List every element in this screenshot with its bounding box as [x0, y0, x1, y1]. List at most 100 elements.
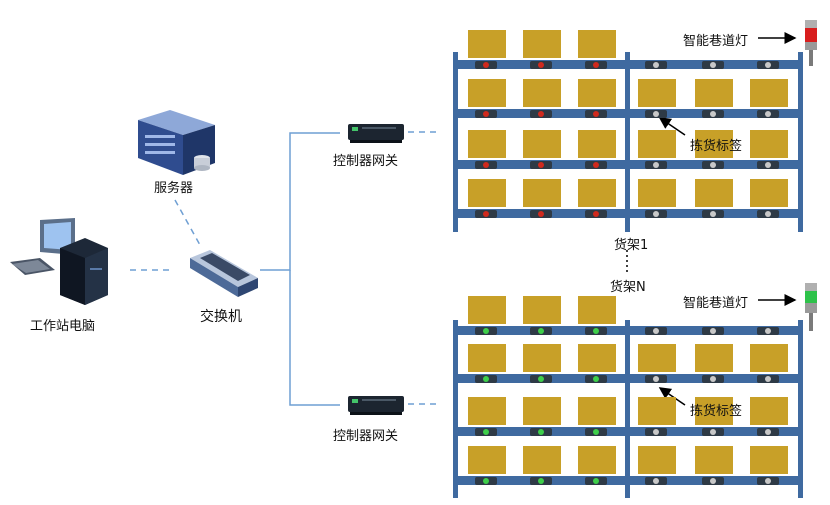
storage-box: [638, 446, 676, 474]
pick-tag-light: [538, 62, 544, 68]
storage-box: [695, 79, 733, 107]
pick-tag-light: [483, 111, 489, 117]
storage-box: [750, 446, 788, 474]
storage-box: [523, 79, 561, 107]
pick-tag-light: [765, 429, 771, 435]
pick-tag-light: [593, 62, 599, 68]
pick-tag-light: [483, 162, 489, 168]
pick-tag-light: [538, 162, 544, 168]
connections: [130, 131, 628, 406]
rack-post: [453, 320, 458, 498]
storage-box: [468, 79, 506, 107]
rack-shelf: [455, 160, 802, 169]
pick-tag-light: [593, 376, 599, 382]
storage-box: [750, 344, 788, 372]
pick-tag-light: [765, 162, 771, 168]
storage-box: [523, 344, 561, 372]
workstation-icon: [10, 218, 108, 305]
storage-box: [695, 397, 733, 425]
pick-tag-light: [653, 162, 659, 168]
pick-tag-light: [593, 111, 599, 117]
gateway-icon: [348, 396, 404, 415]
storage-box: [578, 30, 616, 58]
pick-tag-light: [483, 478, 489, 484]
storage-box: [468, 296, 506, 324]
pick-tag-light: [593, 211, 599, 217]
pick-tag-light: [538, 328, 544, 334]
pick-tag-light: [765, 478, 771, 484]
pick-tag-light: [765, 376, 771, 382]
storage-box: [638, 130, 676, 158]
storage-rack: [453, 296, 803, 498]
server-switch-link: [174, 199, 201, 246]
pick-tag-light: [483, 429, 489, 435]
pick-tag-light: [483, 376, 489, 382]
rack-shelf: [455, 374, 802, 383]
switch-label: 交换机: [200, 309, 242, 325]
rack-shelf: [455, 427, 802, 436]
storage-box: [523, 296, 561, 324]
pick-tag-light: [483, 62, 489, 68]
server-label: 服务器: [154, 181, 194, 196]
aisle-light-icon: [805, 283, 817, 331]
rack-shelf: [455, 109, 802, 118]
storage-box: [695, 446, 733, 474]
storage-box: [750, 397, 788, 425]
switch-gateway-bottom-link: [289, 270, 340, 406]
rack-post: [625, 320, 630, 498]
rack-post: [453, 52, 458, 232]
storage-box: [523, 446, 561, 474]
storage-rack: [453, 30, 803, 232]
storage-box: [695, 179, 733, 207]
pick-tag-light: [483, 211, 489, 217]
gateway-top-label: 控制器网关: [333, 154, 399, 169]
server-icon: [138, 110, 215, 175]
pick-tag-light: [653, 111, 659, 117]
pick-tag-light: [538, 111, 544, 117]
storage-box: [578, 446, 616, 474]
pick-tag-light: [653, 328, 659, 334]
pick-tag-light: [538, 211, 544, 217]
storage-box: [750, 130, 788, 158]
storage-box: [638, 397, 676, 425]
pick-tag-bottom-label: 拣货标签: [690, 404, 743, 419]
storage-box: [750, 179, 788, 207]
gateway-bottom-label: 控制器网关: [333, 429, 399, 444]
pick-tag-light: [538, 429, 544, 435]
storage-box: [578, 179, 616, 207]
aisle-light-top-label: 智能巷道灯: [683, 34, 749, 49]
pick-tag-light: [765, 211, 771, 217]
pick-tag-light: [593, 478, 599, 484]
rack-shelf: [455, 476, 802, 485]
rack-post: [798, 320, 803, 498]
pick-tag-light: [710, 376, 716, 382]
storage-box: [638, 179, 676, 207]
workstation-label: 工作站电脑: [30, 319, 96, 334]
pick-tag-light: [710, 111, 716, 117]
pick-tag-top-label: 拣货标签: [690, 139, 743, 154]
storage-box: [468, 179, 506, 207]
storage-box: [468, 397, 506, 425]
storage-box: [523, 397, 561, 425]
rack-shelf: [455, 326, 802, 335]
storage-box: [578, 130, 616, 158]
storage-box: [695, 344, 733, 372]
pick-tag-light: [538, 478, 544, 484]
storage-box: [638, 344, 676, 372]
storage-box: [750, 79, 788, 107]
switch-icon: [190, 250, 258, 297]
pick-tag-light: [593, 328, 599, 334]
storage-box: [578, 344, 616, 372]
arrow-icon: [658, 32, 797, 406]
switch-gateway-top-link: [260, 132, 340, 271]
rack-1-label: 货架1: [614, 238, 649, 253]
aisle-light-bottom-label: 智能巷道灯: [683, 296, 749, 311]
rack-shelf: [455, 209, 802, 218]
storage-box: [523, 30, 561, 58]
pick-tag-light: [765, 328, 771, 334]
pick-tag-light: [710, 429, 716, 435]
storage-box: [468, 446, 506, 474]
storage-box: [695, 130, 733, 158]
rack-post: [625, 52, 630, 232]
